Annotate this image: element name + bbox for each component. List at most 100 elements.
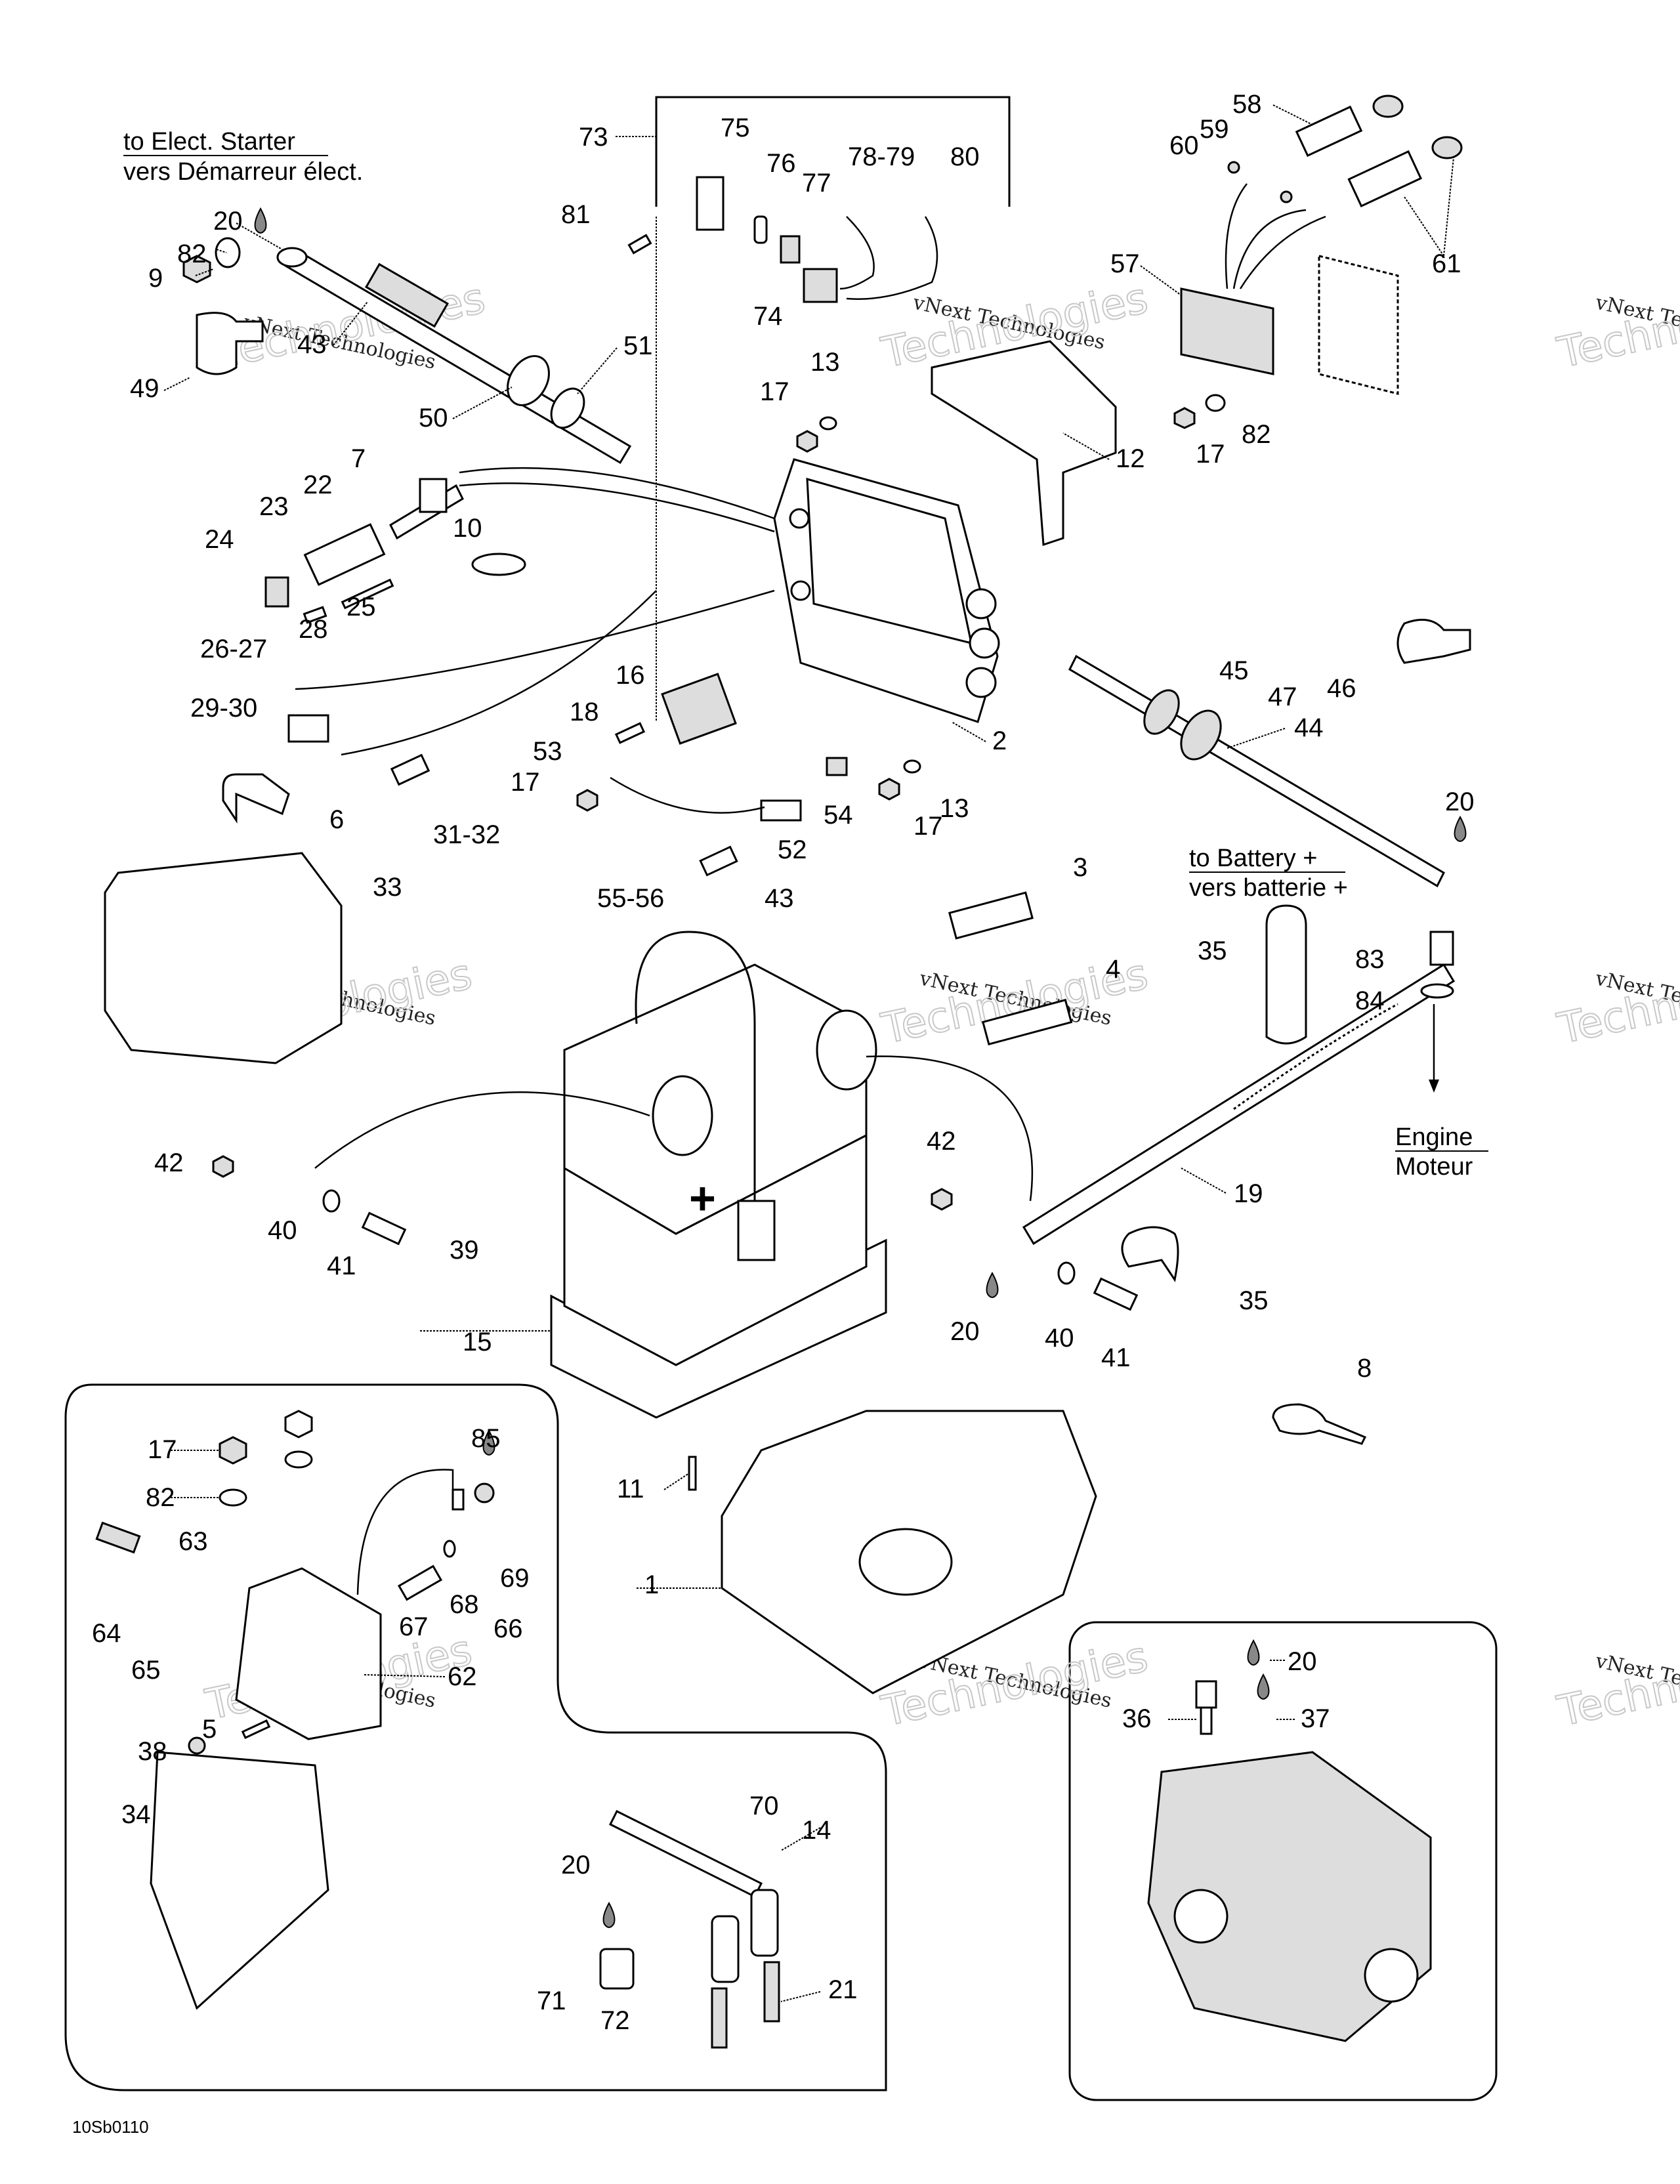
relay-assembly xyxy=(576,673,921,877)
callout-38: 38 xyxy=(138,1737,167,1766)
tray-hole xyxy=(858,1528,953,1596)
ignition-assembly xyxy=(95,1410,780,2049)
callout-12: 12 xyxy=(1116,444,1145,473)
callout-64: 64 xyxy=(92,1619,121,1648)
grease-drop-icon xyxy=(1247,1639,1260,1666)
callout-1: 1 xyxy=(644,1570,659,1599)
ground-wire xyxy=(356,1469,454,1595)
callout-23: 23 xyxy=(259,492,289,521)
callout-21: 21 xyxy=(828,1975,858,2004)
connector-61 xyxy=(1347,150,1423,207)
terminal-66 xyxy=(452,1488,465,1511)
grease-drop-icon xyxy=(254,207,267,234)
callout-78-79: 78-79 xyxy=(848,142,915,171)
sensor-36 xyxy=(1195,1680,1217,1709)
grease-drop-icon xyxy=(482,1429,495,1456)
callout-60: 60 xyxy=(1169,131,1199,160)
arrow-head xyxy=(1429,1080,1439,1093)
nut-42 xyxy=(931,1188,953,1211)
callout-6: 6 xyxy=(329,805,344,834)
callout-80: 80 xyxy=(950,142,980,171)
grommet xyxy=(790,580,811,601)
callout-labels: 73 75 76 77 78-79 80 81 74 20 82 9 43 49… xyxy=(92,90,1475,2035)
callout-71: 71 xyxy=(537,1986,566,2015)
spark-plug-cap-14 xyxy=(711,1915,740,1983)
regulator-57 xyxy=(1180,287,1274,375)
terminal-cover-46 xyxy=(1396,618,1471,664)
arrow-to-terminal xyxy=(866,1055,1034,1202)
fuse-holder-54 xyxy=(826,757,848,776)
note-battery: to Battery + vers batterie + xyxy=(1189,845,1348,902)
voltage-regulator-assembly xyxy=(1173,94,1463,429)
callout-35: 35 xyxy=(1198,936,1227,965)
callout-40: 40 xyxy=(1045,1324,1074,1353)
callout-76: 76 xyxy=(766,149,796,178)
callout-50: 50 xyxy=(419,404,448,432)
callout-24: 24 xyxy=(205,525,234,554)
callout-53: 53 xyxy=(533,737,562,766)
ignition-inset-frame xyxy=(64,1383,887,2091)
connector-29-30 xyxy=(287,714,329,743)
callout-44: 44 xyxy=(1294,713,1324,742)
ground-cable-19 xyxy=(1022,904,1456,1282)
note-starter: to Elect. Starter vers Démarreur élect. xyxy=(123,128,363,186)
terminal-circle xyxy=(652,1075,713,1156)
nut-17 xyxy=(1173,407,1196,429)
pin-60 xyxy=(1227,161,1240,174)
note-starter-fr: vers Démarreur élect. xyxy=(123,158,363,186)
callout-4: 4 xyxy=(1106,955,1120,984)
engine-inset-frame xyxy=(1068,1621,1498,2101)
callout-20: 20 xyxy=(561,1851,591,1880)
callout-33: 33 xyxy=(373,873,402,902)
grommet xyxy=(965,667,997,698)
washer-68 xyxy=(443,1540,456,1558)
terminal-25 xyxy=(341,578,394,610)
drawing-code: 10Sb0110 xyxy=(72,2117,149,2137)
callout-41: 41 xyxy=(327,1251,356,1280)
callout-3: 3 xyxy=(1073,853,1087,882)
callout-43: 43 xyxy=(297,330,327,359)
nut-17 xyxy=(576,789,598,812)
corrugated-sleeve xyxy=(1233,1003,1398,1110)
callout-70: 70 xyxy=(749,1792,779,1820)
callout-17: 17 xyxy=(914,812,943,841)
note-engine-fr: Moteur xyxy=(1395,1153,1473,1181)
callout-34: 34 xyxy=(121,1800,151,1829)
callout-83: 83 xyxy=(1355,945,1385,974)
spark-plug-cap-14 xyxy=(750,1889,779,1957)
callout-20: 20 xyxy=(950,1317,980,1346)
rivet-11 xyxy=(688,1456,697,1491)
wire-78-79 xyxy=(839,216,875,290)
callout-40: 40 xyxy=(268,1216,297,1245)
connector-58 xyxy=(1295,105,1363,158)
nut-17 xyxy=(284,1410,313,1438)
nut-17 xyxy=(219,1436,247,1465)
callout-69: 69 xyxy=(500,1564,530,1593)
battery-assembly: + xyxy=(314,931,1034,1419)
watermark-outline: Technologies xyxy=(1553,1633,1680,1736)
callout-82: 82 xyxy=(146,1483,175,1512)
note-engine-en: Engine xyxy=(1395,1124,1473,1151)
cable-lug xyxy=(276,247,308,268)
bracket xyxy=(931,340,1117,547)
callout-26-27: 26-27 xyxy=(200,635,267,663)
callout-36: 36 xyxy=(1122,1704,1152,1733)
connector-23 xyxy=(303,523,386,586)
grease-drop-icon xyxy=(1454,815,1467,842)
spark-plug-21 xyxy=(763,1961,780,2023)
connector-63 xyxy=(95,1521,141,1554)
callout-42: 42 xyxy=(927,1127,956,1156)
callout-17: 17 xyxy=(1196,440,1225,469)
tie-8 xyxy=(1272,1403,1367,1445)
holder-4 xyxy=(981,998,1073,1046)
wire xyxy=(610,776,765,814)
callout-67: 67 xyxy=(399,1612,429,1641)
callout-61: 61 xyxy=(1432,249,1461,278)
harness-main xyxy=(459,482,775,533)
relay-16 xyxy=(661,673,737,745)
spark-plug-21 xyxy=(711,1987,728,2049)
callout-63: 63 xyxy=(178,1527,208,1556)
arrow-to-terminal xyxy=(314,1091,650,1169)
washer-82 xyxy=(219,1488,247,1507)
